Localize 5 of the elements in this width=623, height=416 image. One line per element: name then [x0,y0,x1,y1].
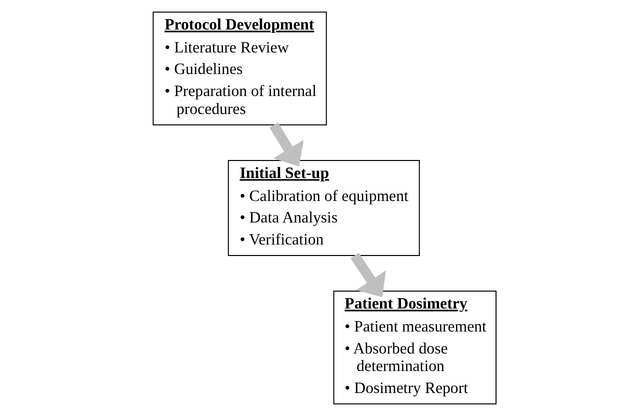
node-box: Initial Set-up • Calibration of equipment • Data Analysis • Verification [227,160,420,256]
node-box: Protocol Development • Literature Review • Guidelines • Preparation of internal procedures [152,12,326,126]
arrow [269,122,304,166]
arrow [350,252,386,298]
node-box: Patient Dosimetry • Patient measurement • Absorbed dose determination • Dosimetry Report [332,290,496,404]
